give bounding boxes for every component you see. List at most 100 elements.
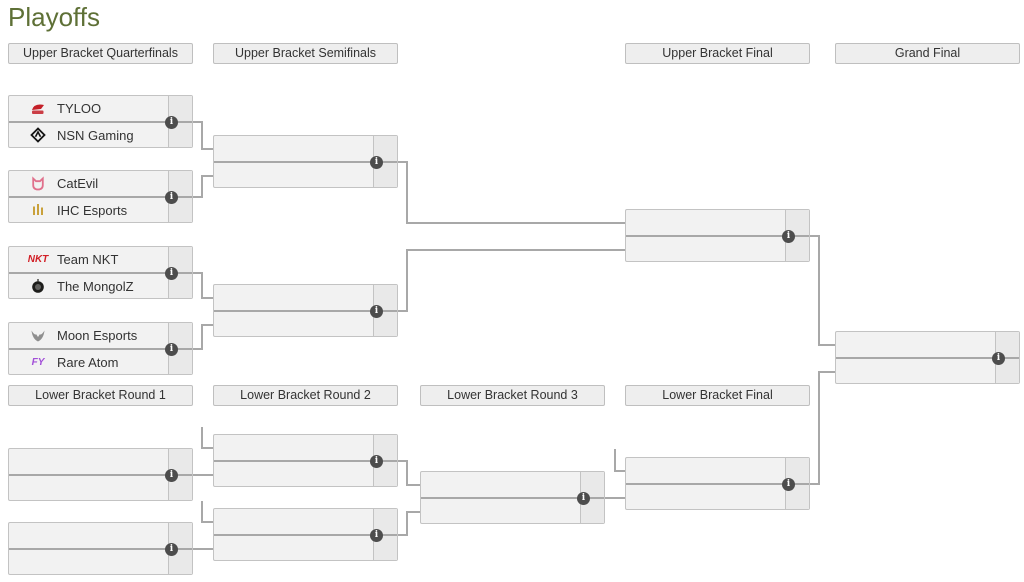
round-header-lower-bracket-round-2: Lower Bracket Round 2: [213, 385, 398, 406]
team-name: TYLOO: [57, 101, 102, 116]
match-divider: [9, 348, 192, 350]
the-mongolz-logo-icon: [19, 278, 57, 294]
connector-line: [406, 161, 408, 224]
connector-line: [398, 460, 408, 462]
connector-line: [605, 497, 625, 499]
team-slot-tyloo[interactable]: TYLOO: [9, 96, 168, 121]
match-lb-final: i: [625, 457, 810, 510]
connector-line: [406, 249, 408, 312]
team-nkt-logo-icon: NKT: [27, 254, 49, 265]
connector-loser-drop-stub: [614, 449, 616, 472]
match-lb-round1-1: i: [8, 448, 193, 501]
page-title: Playoffs: [8, 2, 101, 32]
match-lb-round2-2: i: [213, 508, 398, 561]
match-divider: [214, 534, 397, 536]
round-header-grand-final: Grand Final: [835, 43, 1020, 64]
connector-loser-drop-stub: [614, 470, 625, 472]
connector-line: [818, 371, 835, 373]
connector-line: [193, 196, 203, 198]
match-divider: [626, 235, 809, 237]
match-info-icon[interactable]: i: [165, 343, 178, 356]
connector-loser-drop-stub: [201, 501, 203, 523]
match-lb-round2-1: i: [213, 434, 398, 487]
connector-line: [201, 175, 213, 177]
match-info-icon[interactable]: i: [165, 543, 178, 556]
connector-line: [193, 272, 203, 274]
team-name: NSN Gaming: [57, 127, 134, 143]
team-slot-nsn-gaming[interactable]: NSN Gaming: [9, 123, 168, 147]
match-ub-quarterfinal-4: Moon Esports FY Rare Atom i: [8, 322, 193, 375]
connector-line: [818, 344, 835, 346]
connector-loser-drop-stub: [201, 521, 213, 523]
connector-line: [406, 222, 625, 224]
connector-line: [201, 175, 203, 198]
match-divider: [9, 474, 192, 476]
round-header-lower-bracket-final: Lower Bracket Final: [625, 385, 810, 406]
match-ub-quarterfinal-2: CatEvil IHC Esports i: [8, 170, 193, 223]
match-divider: [421, 497, 604, 499]
tyloo-logo-icon: [19, 101, 57, 117]
match-info-icon[interactable]: i: [782, 478, 795, 491]
round-header-lower-bracket-round-3: Lower Bracket Round 3: [420, 385, 605, 406]
match-info-icon[interactable]: i: [165, 267, 178, 280]
match-grand-final: i: [835, 331, 1020, 384]
match-info-icon[interactable]: i: [370, 455, 383, 468]
catevil-logo-icon: [19, 175, 57, 192]
match-divider: [214, 161, 397, 163]
ihc-esports-logo-icon: [19, 202, 57, 218]
connector-loser-drop-stub: [201, 427, 203, 449]
match-info-icon[interactable]: i: [165, 191, 178, 204]
match-info-icon[interactable]: i: [370, 529, 383, 542]
team-slot-catevil[interactable]: CatEvil: [9, 171, 168, 196]
connector-line: [818, 235, 820, 346]
connector-line: [193, 474, 213, 476]
connector-line: [406, 511, 408, 536]
match-info-icon[interactable]: i: [165, 469, 178, 482]
connector-line: [201, 121, 203, 150]
connector-line: [201, 324, 203, 350]
connector-line: [406, 511, 420, 513]
match-info-icon[interactable]: i: [370, 156, 383, 169]
team-slot-team-nkt[interactable]: NKT Team NKT: [9, 247, 168, 272]
connector-line: [193, 348, 203, 350]
match-info-icon[interactable]: i: [782, 230, 795, 243]
rare-atom-logo-icon: FY: [31, 356, 45, 368]
match-info-icon[interactable]: i: [577, 492, 590, 505]
team-name: Team NKT: [57, 252, 119, 267]
connector-line: [193, 548, 213, 550]
match-ub-quarterfinal-1: TYLOO NSN Gaming i: [8, 95, 193, 148]
connector-line: [810, 483, 820, 485]
match-ub-semifinal-1: i: [213, 135, 398, 188]
match-info-icon[interactable]: i: [370, 305, 383, 318]
team-name: Moon Esports: [57, 328, 138, 343]
team-name: IHC Esports: [57, 202, 128, 218]
team-name: CatEvil: [57, 176, 99, 191]
team-name: Rare Atom: [57, 354, 119, 370]
moon-esports-logo-icon: [19, 328, 57, 344]
match-lb-round1-2: i: [8, 522, 193, 575]
connector-line: [201, 324, 213, 326]
connector-line: [193, 121, 203, 123]
match-lb-round3: i: [420, 471, 605, 524]
team-name: The MongolZ: [57, 278, 134, 294]
match-info-icon[interactable]: i: [165, 116, 178, 129]
match-divider: [9, 272, 192, 274]
nsn-gaming-logo-icon: [19, 127, 57, 143]
match-divider: [9, 121, 192, 123]
team-slot-ihc-esports[interactable]: IHC Esports: [9, 198, 168, 222]
team-slot-rare-atom[interactable]: FY Rare Atom: [9, 350, 168, 374]
team-slot-moon-esports[interactable]: Moon Esports: [9, 323, 168, 348]
connector-line: [201, 148, 213, 150]
match-divider: [214, 460, 397, 462]
match-divider: [626, 483, 809, 485]
connector-line: [818, 371, 820, 485]
connector-line: [406, 249, 625, 251]
connector-line: [406, 460, 408, 486]
team-slot-the-mongolz[interactable]: The MongolZ: [9, 274, 168, 298]
match-divider: [836, 357, 1019, 359]
connector-line: [201, 272, 203, 299]
round-header-upper-bracket-final: Upper Bracket Final: [625, 43, 810, 64]
match-info-icon[interactable]: i: [992, 352, 1005, 365]
connector-line: [201, 297, 213, 299]
